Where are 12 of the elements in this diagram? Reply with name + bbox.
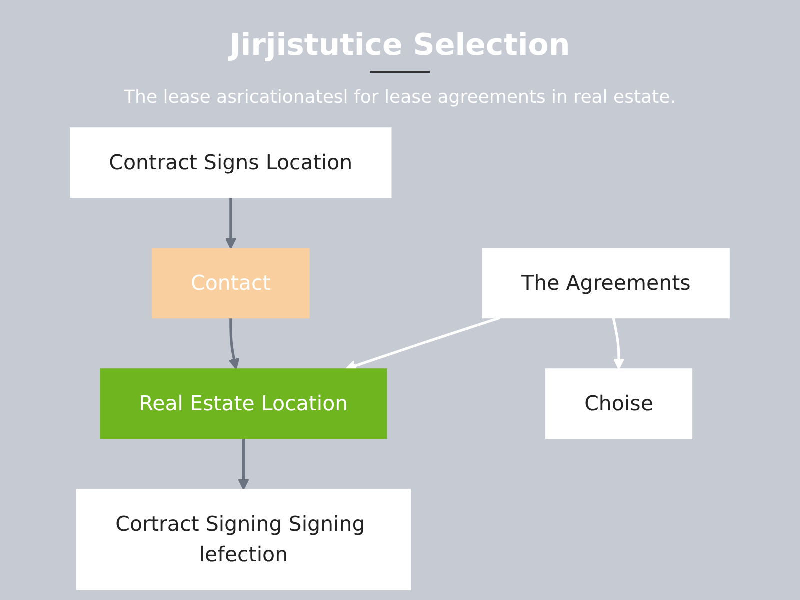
diagram-title: Jirjistutice Selection	[230, 28, 570, 63]
node-box: Contract Signs Location	[70, 128, 392, 198]
node-box: Choise	[545, 368, 693, 440]
node-box: Contact	[152, 248, 310, 319]
subtitle: The lease asricationatesl for lease agreements in real estate.	[124, 87, 676, 108]
arrow	[612, 318, 625, 370]
arrow	[238, 438, 250, 490]
node-box: The Agreements	[482, 248, 730, 319]
node-box: Real Estate Location	[100, 368, 388, 440]
arrow	[228, 318, 240, 370]
arrow	[225, 197, 237, 250]
node-box: Cortract Signing Signing lefection	[76, 489, 411, 590]
